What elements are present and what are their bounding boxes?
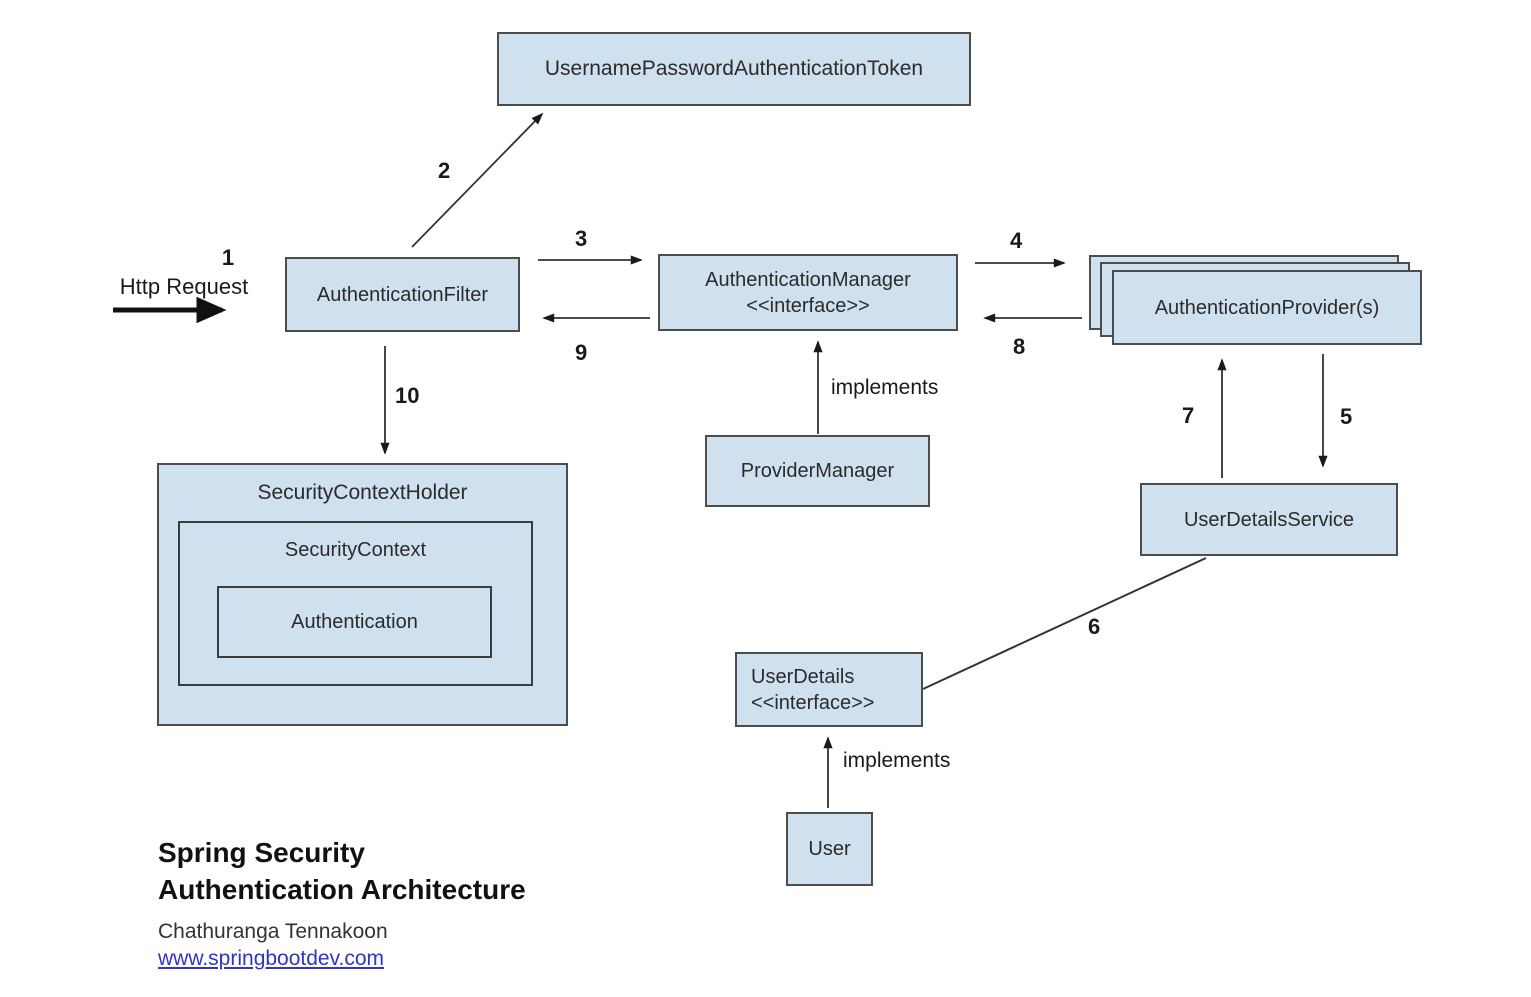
box-user-details-service: UserDetailsService <box>1140 483 1398 556</box>
interface-stereotype: <<interface>> <box>746 294 870 317</box>
step-label-9: 9 <box>575 340 588 365</box>
implements-label-provider-manager: implements <box>831 376 939 399</box>
box-label: SecurityContext <box>284 539 427 561</box>
diagram-title-line1: Spring Security <box>158 837 365 868</box>
box-username-password-authentication-token: UsernamePasswordAuthenticationToken <box>497 32 971 106</box>
step-label-2: 2 <box>438 158 451 183</box>
diagram-title-line2: Authentication Architecture <box>158 874 526 905</box>
box-security-context-holder: SecurityContextHolder <box>157 463 568 726</box>
box-authentication-providers: AuthenticationProvider(s) <box>1112 270 1422 345</box>
box-label: UsernamePasswordAuthenticationToken <box>544 57 924 81</box>
implements-label-user: implements <box>843 749 951 772</box>
step-label-4: 4 <box>1010 228 1023 253</box>
box-authentication-filter: AuthenticationFilter <box>285 257 520 332</box>
box-label: User <box>808 838 851 860</box>
box-label: AuthenticationManager <box>705 268 911 291</box>
step-label-5: 5 <box>1340 404 1353 429</box>
arrow-step-2 <box>411 112 544 248</box>
box-security-context: SecurityContext <box>178 521 533 686</box>
step-label-3: 3 <box>575 226 588 251</box>
author-name: Chathuranga Tennakoon <box>158 920 388 943</box>
box-authentication-manager: AuthenticationManager <<interface>> <box>658 254 958 331</box>
step-label-1: 1 <box>221 245 235 270</box>
box-label: Authentication <box>291 611 418 633</box>
box-user-details: UserDetails <<interface>> <box>735 652 923 727</box>
box-authentication: Authentication <box>217 586 492 658</box>
box-provider-manager: ProviderManager <box>705 435 930 507</box>
box-label: ProviderManager <box>740 460 895 482</box>
interface-stereotype: <<interface>> <box>751 691 875 714</box>
box-label: UserDetails <box>751 665 855 688</box>
box-label: SecurityContextHolder <box>257 481 468 504</box>
line-step-6 <box>922 557 1207 690</box>
http-request-label: Http Request <box>119 274 249 299</box>
diagram-title: Spring Security Authentication Architect… <box>158 834 526 908</box>
step-label-7: 7 <box>1182 403 1195 428</box>
box-label: UserDetailsService <box>1183 508 1355 531</box>
step-label-8: 8 <box>1013 334 1026 359</box>
box-label: AuthenticationProvider(s) <box>1154 296 1380 319</box>
step-label-6: 6 <box>1088 614 1101 639</box>
box-user: User <box>786 812 873 886</box>
website-link[interactable]: www.springbootdev.com <box>158 947 385 970</box>
box-label: AuthenticationFilter <box>316 283 489 306</box>
step-label-10: 10 <box>395 383 420 408</box>
